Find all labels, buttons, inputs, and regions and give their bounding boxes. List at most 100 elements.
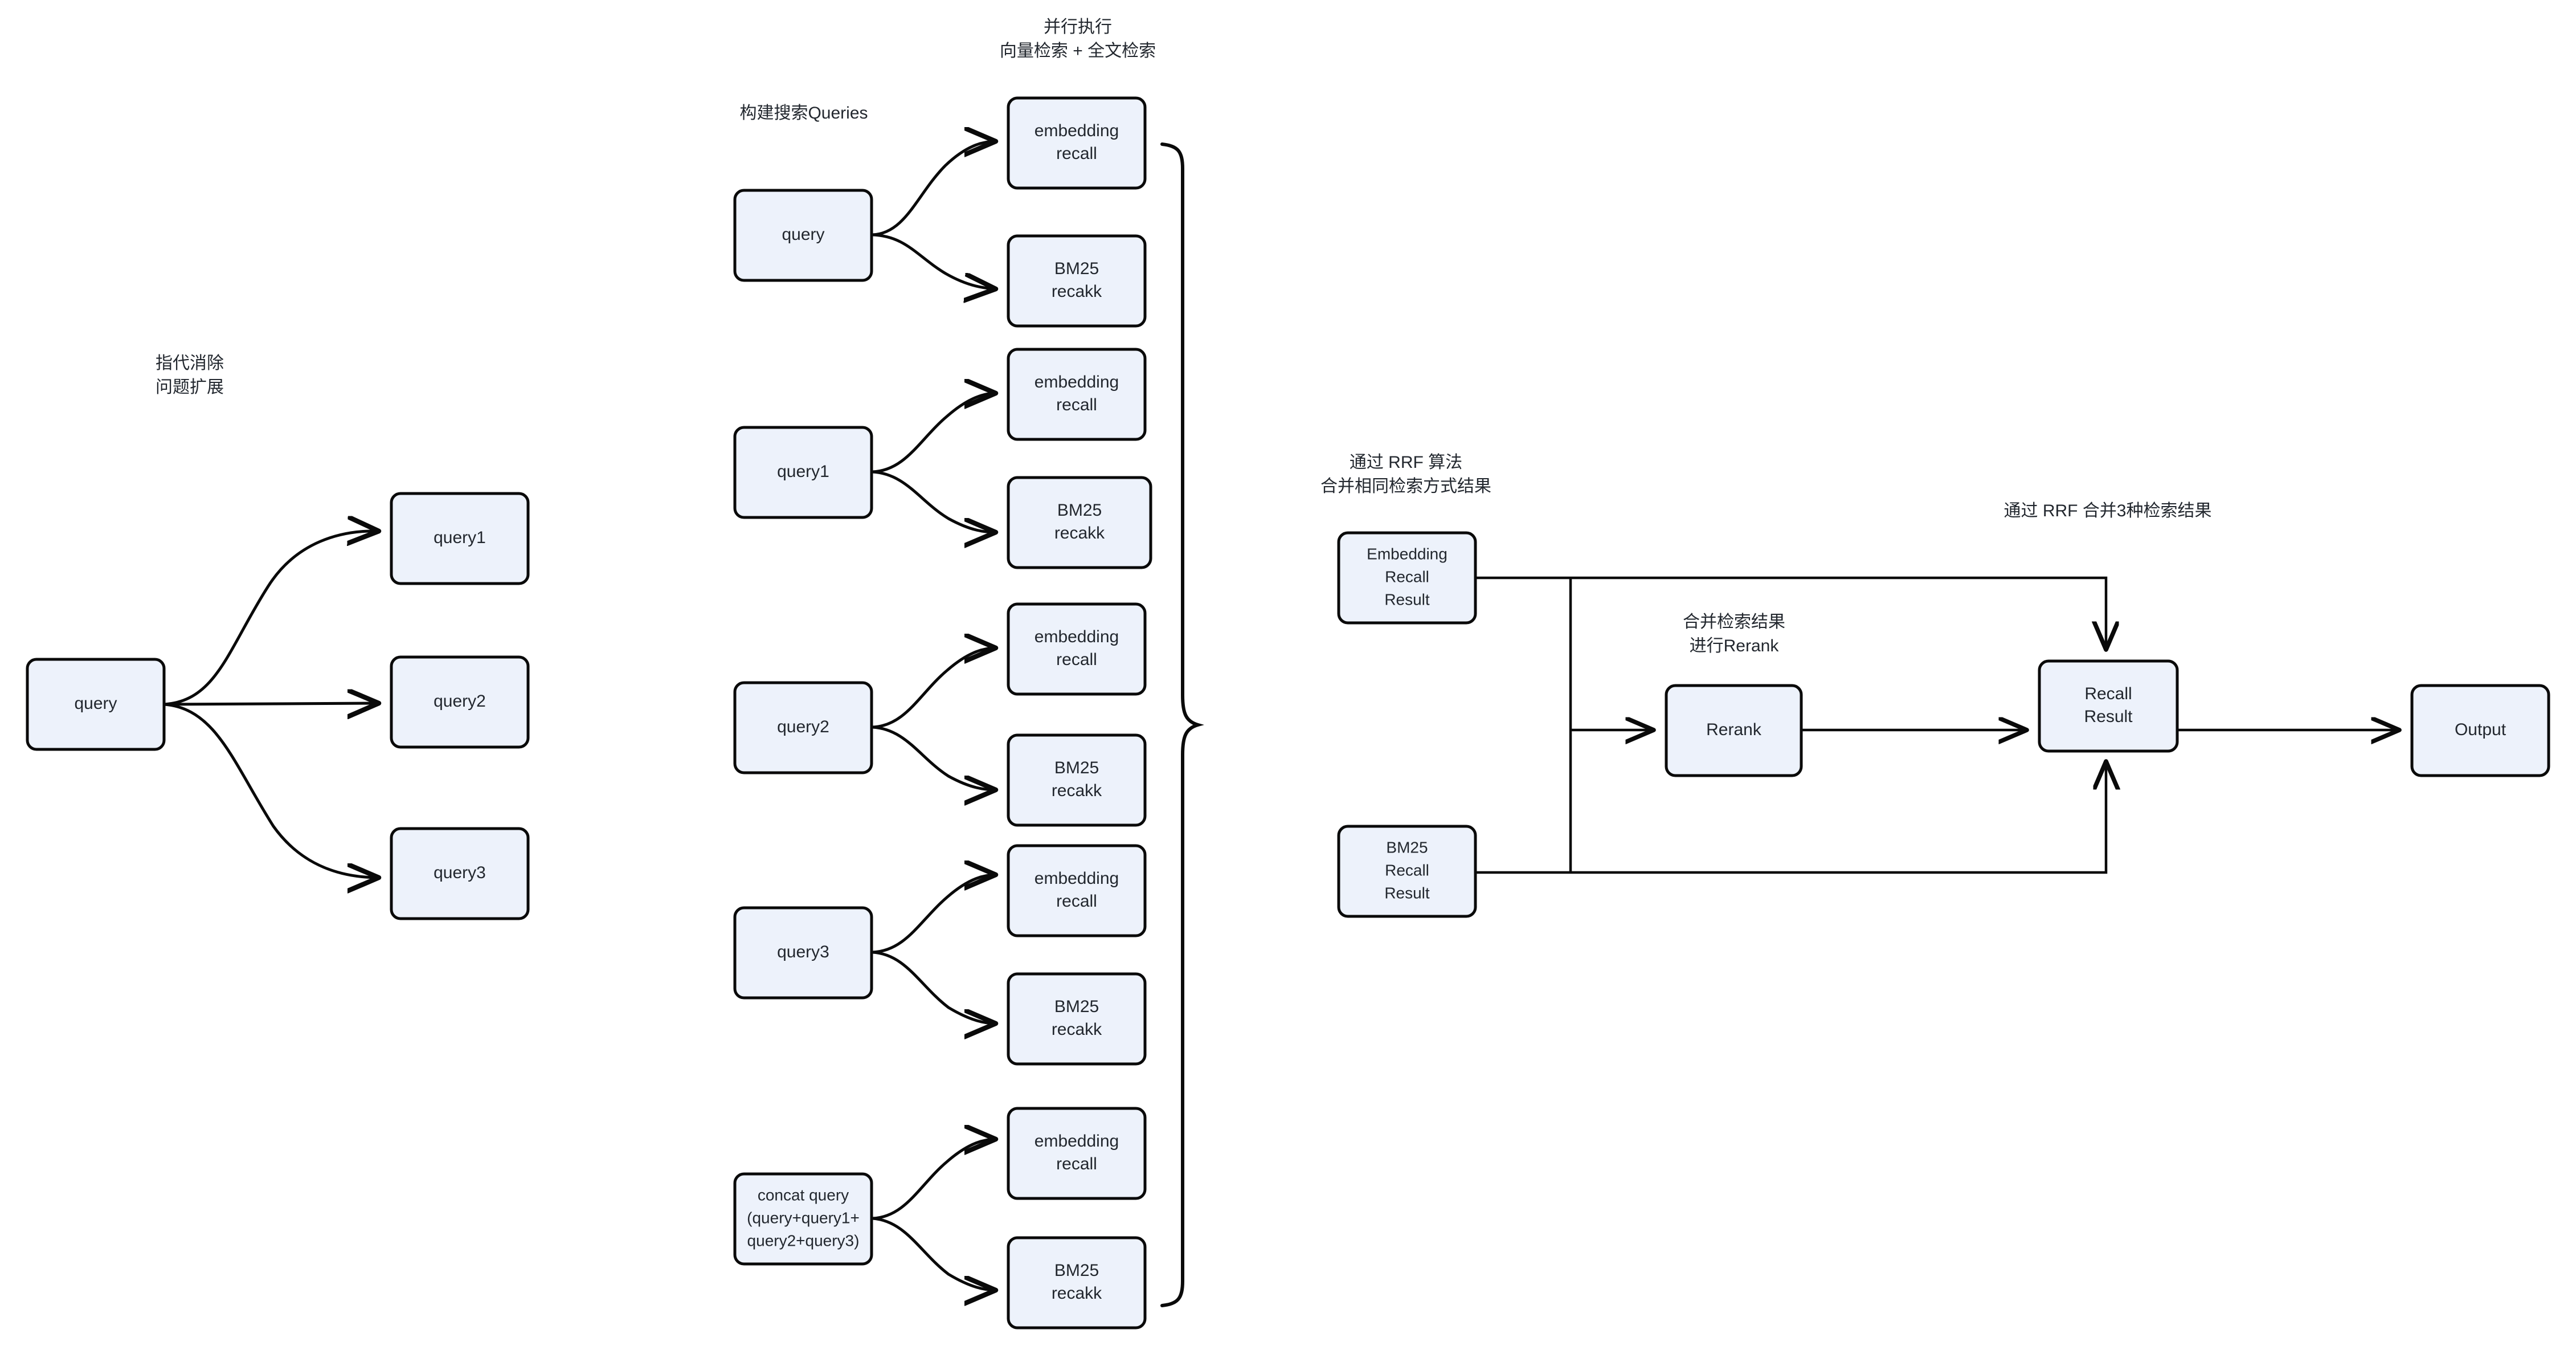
node-label-col2-query1: query1 [777,462,829,481]
node-label-embedding-recall-2: recall [1056,395,1097,414]
anno-rrf-merge-three-line: 通过 RRF 合并3种检索结果 [2003,501,2211,520]
node-bm25-recall-2[interactable]: BM25 recakk [1007,476,1152,569]
anno-rrf-merge-same-line: 合并相同检索方式结果 [1320,477,1491,496]
node-label-col2-query: query [782,225,824,244]
node-box-embedding-recall-4[interactable] [1007,844,1147,937]
node-box-bm25-recall-result[interactable] [1337,825,1477,918]
node-query2-expanded[interactable]: query2 [390,655,530,749]
edge-col2-query1-to-embedding-2 [870,393,996,474]
node-embedding-recall-4[interactable]: embedding recall [1007,844,1147,937]
node-box-col2-query[interactable] [733,189,873,282]
edge-query-to-query2 [162,703,379,704]
node-box-query1-expanded[interactable] [390,492,530,585]
edge-query-to-query3 [162,703,379,878]
node-box-embedding-recall-result[interactable] [1337,531,1477,625]
anno-parallel-exec-line: 向量检索 + 全文检索 [1000,42,1156,60]
node-box-output[interactable] [2410,684,2550,777]
anno-rerank-line: 进行Rerank [1690,637,1780,655]
node-box-embedding-recall-3[interactable] [1007,602,1147,696]
node-label-query-root: query [74,694,117,713]
edge-col2-query-to-embedding-1 [870,141,996,236]
node-box-query-root[interactable] [26,658,166,751]
node-label-embedding-recall-4: embedding [1035,869,1119,888]
node-label-bm25-recall-2: recakk [1054,524,1105,543]
node-label-query3-expanded: query3 [434,863,486,882]
node-label-col2-query2: query2 [777,717,829,736]
node-label-output: Output [2455,720,2507,739]
node-bm25-recall-1[interactable]: BM25 recakk [1007,234,1147,328]
node-box-query2-expanded[interactable] [390,655,530,749]
node-box-embedding-recall-2[interactable] [1007,348,1147,441]
node-label-recall-result: Recall [2084,684,2132,703]
edge-embedding-result-to-recall-result [1477,576,2106,650]
node-box-col2-concat-query[interactable] [733,1172,873,1266]
node-label-bm25-recall-2: BM25 [1057,501,1102,520]
node-label-bm25-recall-result: Recall [1385,861,1429,879]
node-query1-expanded[interactable]: query1 [390,492,530,585]
node-box-embedding-recall-1[interactable] [1007,96,1147,190]
grouping-brace [1160,142,1204,1307]
node-label-col2-concat-query: (query+query1+ [747,1209,860,1226]
edge-col2-query1-to-bm25-2 [870,470,996,532]
node-label-embedding-recall-1: embedding [1035,121,1119,140]
node-label-recall-result: Result [2084,707,2133,726]
node-box-bm25-recall-4[interactable] [1007,972,1147,1066]
anno-rrf-merge-three: 通过 RRF 合并3种检索结果 [2003,501,2211,520]
node-label-bm25-recall-3: recakk [1052,781,1102,800]
anno-build-queries: 构建搜索Queries [739,104,868,123]
node-col2-query3[interactable]: query3 [733,906,873,1000]
node-label-bm25-recall-1: BM25 [1054,259,1099,278]
anno-parallel-exec-line: 并行执行 [1044,18,1112,36]
edge-bm25-result-to-recall-result [1477,761,2106,874]
node-box-recall-result[interactable] [2038,659,2179,753]
node-box-col2-query3[interactable] [733,906,873,1000]
edge-col2-query2-to-embedding-3 [870,648,996,729]
node-label-bm25-recall-5: recakk [1052,1284,1102,1303]
edge-col2-query3-to-embedding-4 [870,875,996,954]
node-box-col2-query1[interactable] [733,426,873,519]
node-label-col2-query3: query3 [777,943,829,961]
node-box-bm25-recall-5[interactable] [1007,1236,1147,1329]
node-box-bm25-recall-3[interactable] [1007,733,1147,827]
node-label-embedding-recall-3: embedding [1035,627,1119,646]
node-query-root[interactable]: query [26,658,166,751]
edge-query-to-query1 [162,531,379,706]
node-box-bm25-recall-2[interactable] [1007,476,1152,569]
node-col2-query[interactable]: query [733,189,873,282]
node-label-embedding-recall-2: embedding [1035,373,1119,391]
node-label-embedding-recall-4: recall [1056,892,1097,911]
node-box-bm25-recall-1[interactable] [1007,234,1147,328]
node-label-bm25-recall-1: recakk [1052,282,1102,301]
node-col2-query2[interactable]: query2 [733,681,873,774]
node-label-bm25-recall-result: Result [1384,884,1430,902]
node-col2-concat-query[interactable]: concat query(query+query1+query2+query3) [733,1172,873,1266]
node-box-col2-query2[interactable] [733,681,873,774]
anno-query-expansion-line: 指代消除 [156,354,224,373]
node-col2-query1[interactable]: query1 [733,426,873,519]
node-output[interactable]: Output [2410,684,2550,777]
node-box-rerank[interactable] [1665,684,1803,777]
node-label-col2-concat-query: query2+query3) [747,1231,860,1249]
node-query3-expanded[interactable]: query3 [390,827,530,920]
node-label-query2-expanded: query2 [434,692,486,711]
nodes-layer: query query1 query2 query3 query query1 query2… [26,96,2550,1329]
node-box-query3-expanded[interactable] [390,827,530,920]
node-embedding-recall-2[interactable]: embedding recall [1007,348,1147,441]
node-box-embedding-recall-5[interactable] [1007,1107,1147,1200]
node-label-bm25-recall-4: BM25 [1054,997,1099,1016]
node-rerank[interactable]: Rerank [1665,684,1803,777]
